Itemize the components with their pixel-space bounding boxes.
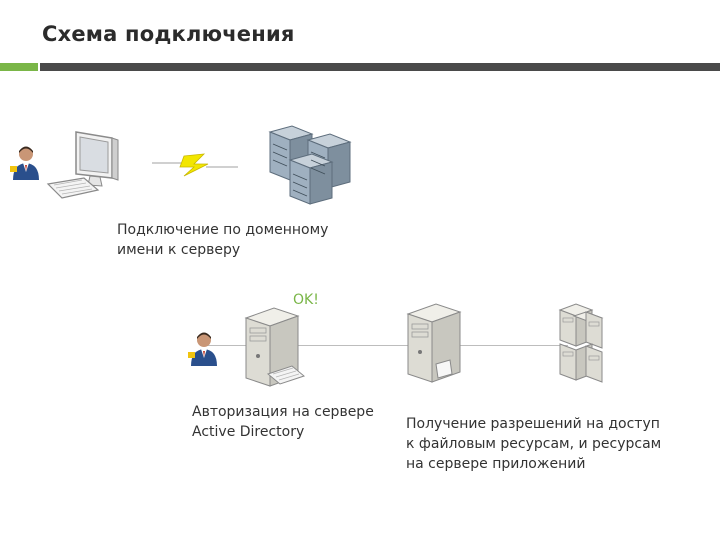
- user-icon: [10, 146, 39, 180]
- user-icon: [188, 332, 217, 366]
- title-divider-bar: [40, 63, 720, 71]
- ad-server-icon: [244, 307, 306, 387]
- ok-label: OK!: [293, 292, 319, 308]
- caption-auth: Авторизация на сервере Active Directory: [192, 404, 374, 440]
- lightning-icon: [152, 153, 238, 177]
- title-accent-bar: [0, 63, 38, 71]
- caption-connect: Подключение по доменному имени к серверу: [117, 222, 329, 258]
- file-server-icon: [406, 303, 462, 383]
- app-server-rack-icon: [558, 303, 604, 383]
- server-rack-icon: [268, 125, 352, 205]
- slide-title: Схема подключения: [42, 22, 295, 46]
- caption-permissions: Получение разрешений на доступ к файловы…: [406, 416, 662, 472]
- workstation-icon: [46, 131, 119, 199]
- connection-line: [200, 345, 568, 346]
